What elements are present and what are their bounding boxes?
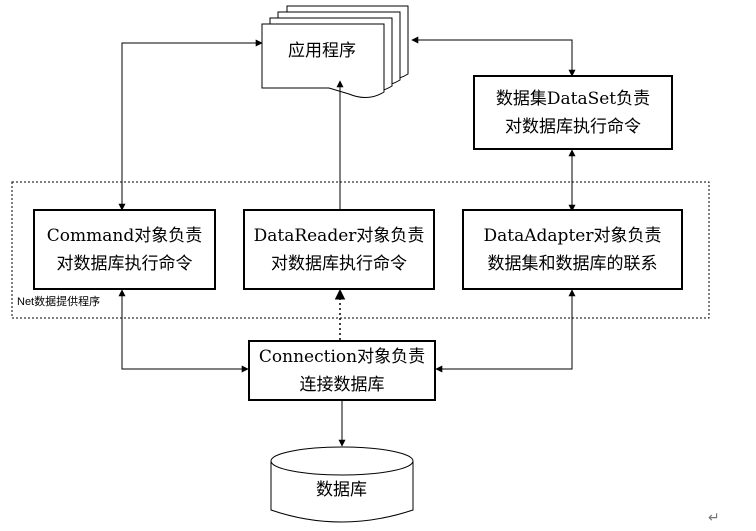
dataset-box-line2: 对数据库执行命令 <box>505 116 641 137</box>
dataadapter-box-line1: DataAdapter对象负责 <box>483 225 662 246</box>
application-document-stack <box>261 5 409 98</box>
command-box-line2: 对数据库执行命令 <box>56 253 193 274</box>
connection-box-line1: Connection对象负责 <box>258 346 426 367</box>
dataadapter-box-line2: 数据集和数据库的联系 <box>487 253 658 274</box>
datareader-box: DataReader对象负责 对数据库执行命令 <box>243 209 435 290</box>
command-connection-connector <box>118 289 249 373</box>
datareader-box-line2: 对数据库执行命令 <box>271 253 407 274</box>
dataadapter-box: DataAdapter对象负责 数据集和数据库的联系 <box>462 209 683 290</box>
datareader-box-line1: DataReader对象负责 <box>253 225 425 246</box>
dataset-box: 数据集DataSet负责 对数据库执行命令 <box>473 75 673 150</box>
database-cylinder <box>270 446 414 523</box>
provider-frame-label: Net数据提供程序 <box>17 296 101 308</box>
database-label: 数据库 <box>316 480 367 500</box>
connection-box: Connection对象负责 连接数据库 <box>248 340 436 401</box>
paragraph-mark-icon: ↵ <box>708 510 720 526</box>
command-box-line1: Command对象负责 <box>46 225 203 246</box>
connection-box-line2: 连接数据库 <box>299 374 385 395</box>
dataset-box-line1: 数据集DataSet负责 <box>495 88 651 109</box>
command-box: Command对象负责 对数据库执行命令 <box>33 209 216 290</box>
application-label: 应用程序 <box>288 41 356 61</box>
provider-frame <box>11 181 710 319</box>
app-command-connector <box>118 39 263 211</box>
dataadapter-connection-connector <box>435 289 576 373</box>
app-dataset-connector <box>411 36 576 77</box>
